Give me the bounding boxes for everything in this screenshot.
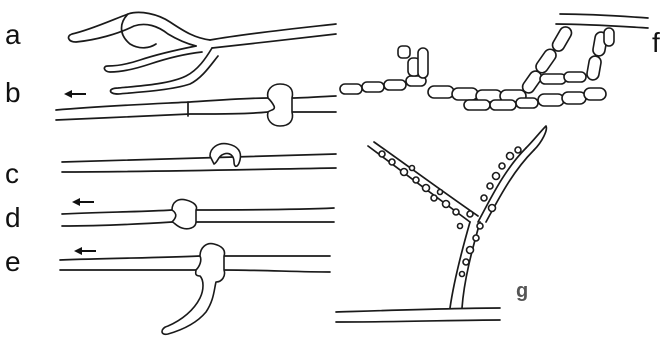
panel-label-e: e	[5, 246, 21, 277]
panel-label-f: f	[652, 27, 660, 58]
panel-label-c: c	[5, 158, 19, 189]
panel-b-drawing	[56, 84, 336, 126]
panel-e-drawing	[60, 244, 330, 335]
panel-g-drawing	[336, 126, 546, 322]
panel-label-a: a	[5, 19, 21, 50]
wart-bodies	[379, 147, 521, 277]
panel-label-b: b	[5, 77, 21, 108]
panel-label-d: d	[5, 202, 21, 233]
panel-c-drawing	[62, 144, 336, 172]
panel-label-g: g	[516, 280, 528, 302]
panel-a-drawing	[69, 12, 336, 94]
panel-d-drawing	[62, 198, 334, 229]
panel-f-drawing	[340, 14, 648, 110]
